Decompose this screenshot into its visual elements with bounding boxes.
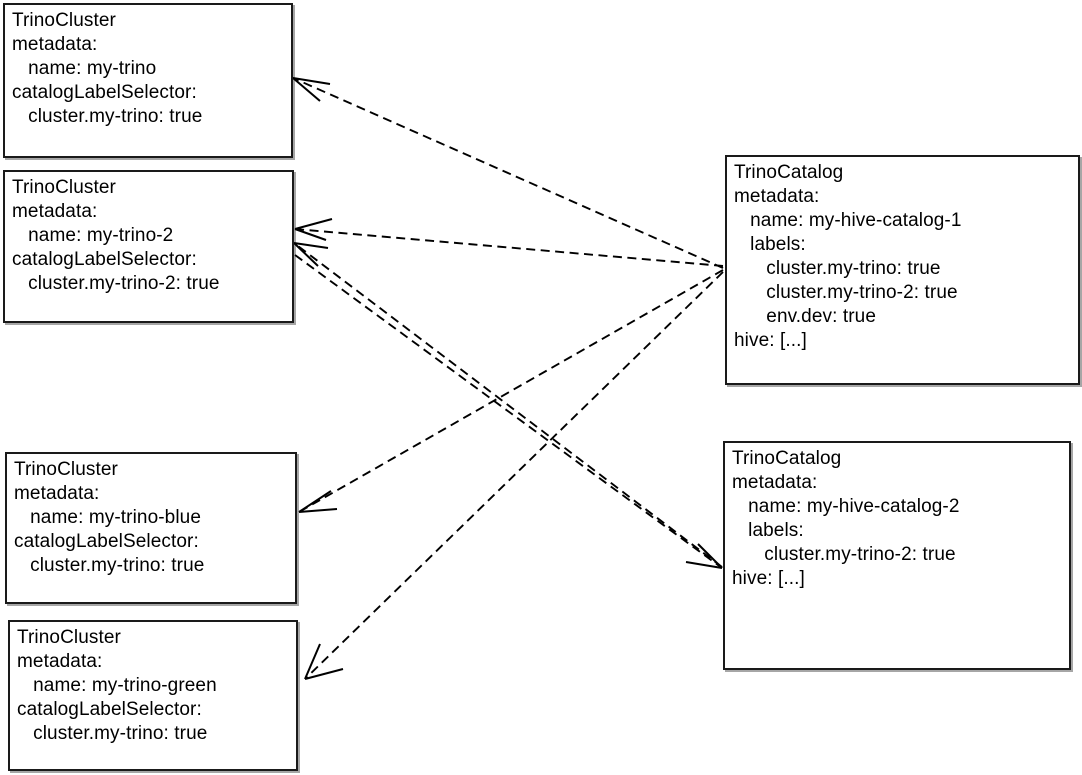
node-text-line: TrinoCluster bbox=[14, 459, 118, 480]
node-trinocluster-my-trino-blue[interactable]: TrinoCluster metadata: name: my-trino-blu… bbox=[5, 452, 297, 604]
node-text-line: TrinoCatalog bbox=[734, 162, 844, 183]
node-text-line: metadata: bbox=[17, 651, 103, 672]
node-text-line: cluster.my-trino-2: true bbox=[732, 544, 956, 565]
node-text-line: name: my-hive-catalog-2 bbox=[732, 496, 960, 517]
node-text-line: name: my-trino-2 bbox=[12, 225, 174, 246]
node-text-line: name: my-trino-blue bbox=[14, 507, 201, 528]
edge-catalog1-to-my-trino-green bbox=[304, 271, 724, 680]
edge-catalog1-to-my-trino bbox=[292, 77, 724, 269]
edge-my-trino-2-to-catalog2 bbox=[294, 254, 723, 569]
node-text-line: name: my-trino bbox=[12, 58, 157, 79]
edge-catalog1-to-my-trino-blue-arrowhead-icon bbox=[298, 490, 338, 513]
node-text-line: metadata: bbox=[12, 201, 98, 222]
node-text-line: cluster.my-trino: true bbox=[12, 106, 203, 127]
node-text-line: hive: [...] bbox=[732, 568, 805, 589]
node-text-line: name: my-trino-green bbox=[17, 675, 217, 696]
node-text-line: metadata: bbox=[12, 34, 98, 55]
node-text-line: catalogLabelSelector: bbox=[12, 82, 197, 103]
edge-catalog1-to-my-trino-2-a-arrowhead-icon bbox=[294, 218, 333, 241]
node-text-line: cluster.my-trino-2: true bbox=[12, 273, 220, 294]
node-text-line: labels: bbox=[732, 520, 804, 541]
edge-catalog1-to-my-trino-2-a bbox=[294, 228, 724, 267]
node-trinocatalog-my-hive-catalog-1[interactable]: TrinoCatalog metadata: name: my-hive-cata… bbox=[725, 155, 1080, 385]
node-text-line: catalogLabelSelector: bbox=[12, 249, 197, 270]
node-text-line: labels: bbox=[734, 234, 806, 255]
edge-catalog1-to-my-trino-arrowhead-icon bbox=[292, 77, 331, 102]
edge-catalog1-to-my-trino-green-arrowhead-icon bbox=[304, 643, 344, 680]
edge-catalog2-to-my-trino-2-arrowhead-icon bbox=[293, 242, 329, 267]
node-text-line: name: my-hive-catalog-1 bbox=[734, 210, 962, 231]
edge-my-trino-2-to-catalog2-arrowhead-icon bbox=[685, 543, 723, 569]
node-text-line: env.dev: true bbox=[734, 306, 877, 327]
node-text-line: metadata: bbox=[14, 483, 100, 504]
node-trinocatalog-my-hive-catalog-2[interactable]: TrinoCatalog metadata: name: my-hive-cata… bbox=[723, 441, 1071, 670]
node-text-line: metadata: bbox=[734, 186, 820, 207]
node-text-line: TrinoCatalog bbox=[732, 448, 842, 469]
node-text-line: cluster.my-trino: true bbox=[734, 258, 941, 279]
node-text-line: metadata: bbox=[732, 472, 818, 493]
node-text-line: catalogLabelSelector: bbox=[14, 531, 199, 552]
node-text-line: cluster.my-trino: true bbox=[14, 555, 205, 576]
node-text-line: catalogLabelSelector: bbox=[17, 699, 202, 720]
node-text-line: TrinoCluster bbox=[17, 627, 121, 648]
node-trinocluster-my-trino-2[interactable]: TrinoCluster metadata: name: my-trino-2 ca… bbox=[3, 170, 294, 323]
edge-catalog2-to-my-trino-2 bbox=[293, 242, 723, 568]
edge-catalog1-to-my-trino-blue bbox=[298, 269, 724, 513]
node-text-line: hive: [...] bbox=[734, 330, 807, 351]
node-text-line: cluster.my-trino: true bbox=[17, 723, 208, 744]
node-trinocluster-my-trino-green[interactable]: TrinoCluster metadata: name: my-trino-gre… bbox=[8, 620, 298, 771]
node-text-line: TrinoCluster bbox=[12, 10, 116, 31]
node-text-line: TrinoCluster bbox=[12, 177, 116, 198]
node-trinocluster-my-trino[interactable]: TrinoCluster metadata: name: my-trino cata… bbox=[3, 3, 293, 158]
node-text-line: cluster.my-trino-2: true bbox=[734, 282, 958, 303]
